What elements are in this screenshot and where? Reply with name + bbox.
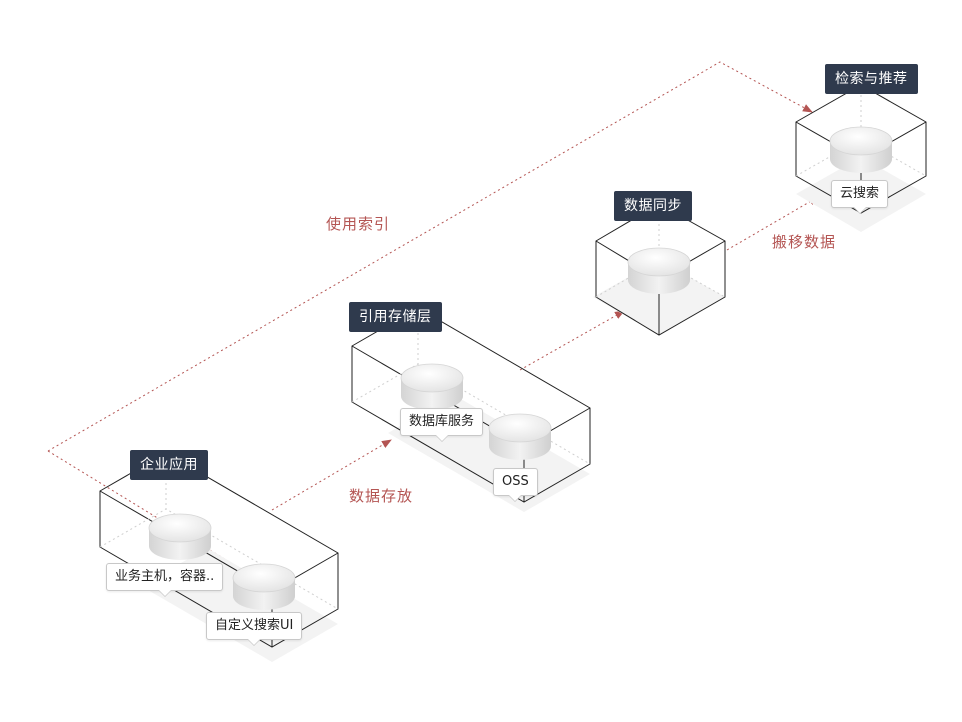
stage-title-enterprise: 企业应用 [130, 450, 208, 480]
stage-title-sync: 数据同步 [614, 191, 692, 221]
item-label-db-service: 数据库服务 [400, 408, 484, 442]
item-label-hosts: 业务主机，容器.. [106, 563, 224, 597]
connector-label-use-index: 使用索引 [326, 215, 391, 233]
connector-store-data [271, 439, 392, 511]
database-disk-icon [400, 363, 464, 410]
connector-label-store-data: 数据存放 [349, 487, 414, 505]
database-disk-icon [488, 413, 552, 460]
database-disk-icon [627, 247, 691, 294]
connector-to-sync [519, 310, 625, 371]
stage-title-storage: 引用存储层 [349, 302, 442, 332]
database-disk-icon [232, 563, 296, 610]
item-label-custom-search-ui: 自定义搜索UI [206, 612, 303, 646]
connector-label-migrate-data: 搬移数据 [772, 233, 837, 251]
item-label-cloud-search: 云搜索 [831, 180, 889, 214]
item-label-oss: OSS [493, 468, 538, 502]
database-disk-icon [829, 126, 893, 173]
stage-title-search: 检索与推荐 [825, 64, 918, 94]
database-disk-icon [148, 513, 212, 560]
